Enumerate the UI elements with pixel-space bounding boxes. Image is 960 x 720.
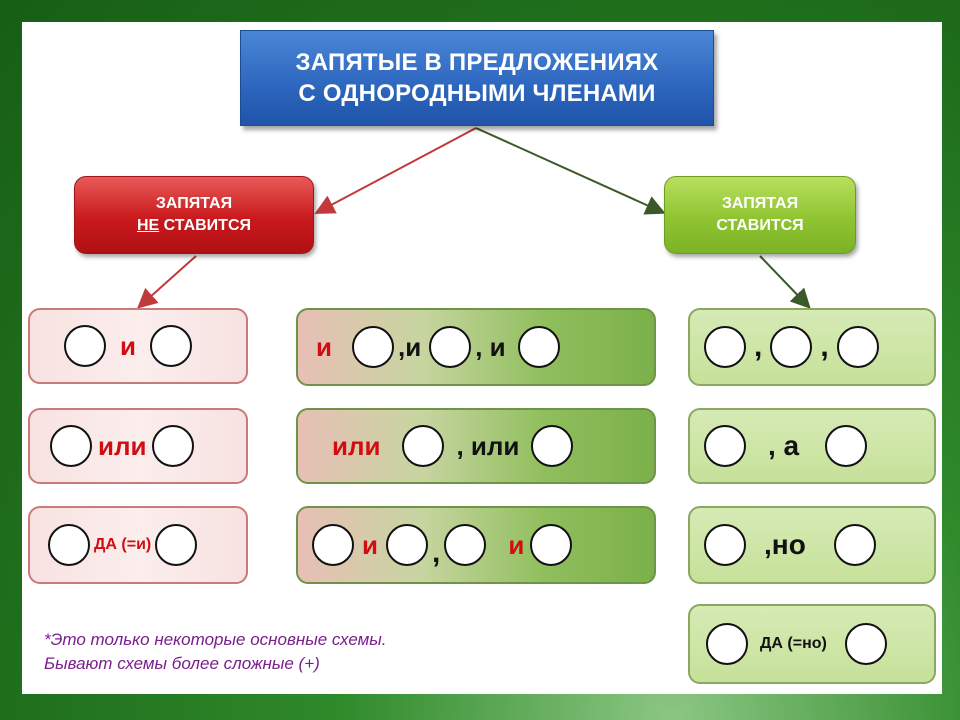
header-right-line-1: ЗАПЯТАЯ — [721, 195, 799, 212]
comma: , — [754, 330, 763, 363]
header-left-line-2: НЕ СТАВИТСЯ — [75, 215, 313, 237]
conjunction: или — [98, 430, 147, 461]
right-scheme-2: , а — [688, 408, 936, 484]
circle-placeholder — [444, 524, 487, 566]
circle-placeholder — [517, 326, 560, 368]
circle-placeholder — [844, 623, 887, 665]
circle-placeholder — [152, 425, 195, 467]
circle-placeholder — [402, 425, 445, 467]
circle-placeholder — [48, 524, 90, 566]
left-scheme-3: ДА (=и) — [28, 506, 248, 584]
arrow-title-to-right — [475, 127, 666, 215]
arrow-left-to-schemes — [137, 255, 197, 309]
conjunction: или — [332, 430, 381, 461]
conjunction: ,но — [764, 529, 806, 560]
circle-placeholder — [704, 524, 746, 566]
conjunction: ДА (=но) — [760, 635, 827, 652]
conjunction: и — [508, 529, 525, 560]
conjunction: ,и — [397, 331, 422, 362]
circle-placeholder — [149, 325, 192, 367]
header-right-line-2: СТАВИТСЯ — [716, 217, 804, 234]
comma: , — [820, 330, 829, 363]
comma: , — [431, 536, 441, 569]
header-left-rest: СТАВИТСЯ — [159, 217, 252, 234]
conjunction: и — [120, 330, 136, 361]
footnote-line-1: *Это только некоторые основные схемы. — [44, 630, 387, 649]
circle-placeholder — [155, 524, 198, 566]
right-scheme-4: ДА (=но) — [688, 604, 936, 684]
title-line-2: С ОДНОРОДНЫМИ ЧЛЕНАМИ — [298, 80, 656, 107]
footnote-line-2: Бывают схемы более сложные (+) — [44, 654, 320, 673]
circle-placeholder — [64, 325, 106, 367]
middle-scheme-1: и ,и , и — [296, 308, 656, 386]
circle-placeholder — [385, 524, 428, 566]
header-comma-not-placed: ЗАПЯТАЯ НЕ СТАВИТСЯ — [74, 176, 314, 254]
diagram-title: ЗАПЯТЫЕ В ПРЕДЛОЖЕНИЯХ С ОДНОРОДНЫМИ ЧЛЕ… — [240, 30, 714, 126]
header-left-underlined: НЕ — [136, 217, 160, 234]
conjunction: ДА (=и) — [94, 536, 152, 553]
circle-placeholder — [351, 326, 394, 368]
circle-placeholder — [833, 524, 876, 566]
middle-scheme-3: и , и — [296, 506, 656, 584]
header-comma-placed: ЗАПЯТАЯ СТАВИТСЯ — [664, 176, 856, 254]
circle-placeholder — [836, 326, 879, 368]
circle-placeholder — [50, 425, 92, 467]
right-scheme-3: ,но — [688, 506, 936, 584]
circle-placeholder — [704, 425, 746, 467]
conjunction: и — [362, 529, 378, 560]
circle-placeholder — [704, 326, 746, 368]
circle-placeholder — [825, 425, 868, 467]
circle-placeholder — [770, 326, 813, 368]
left-scheme-2: или — [28, 408, 248, 484]
title-line-1: ЗАПЯТЫЕ В ПРЕДЛОЖЕНИЯХ — [295, 49, 659, 76]
circle-placeholder — [531, 425, 574, 467]
conjunction: , а — [768, 430, 800, 461]
right-scheme-1: , , — [688, 308, 936, 386]
circle-placeholder — [706, 623, 748, 665]
circle-placeholder — [312, 524, 354, 566]
circle-placeholder — [429, 326, 472, 368]
arrow-title-to-left — [314, 127, 477, 214]
footnote: *Это только некоторые основные схемы. Бы… — [44, 628, 386, 676]
arrow-right-to-schemes — [759, 255, 811, 309]
middle-scheme-2: или , или — [296, 408, 656, 484]
circle-placeholder — [530, 524, 573, 566]
conjunction: , или — [456, 430, 520, 461]
conjunction: , и — [475, 331, 506, 362]
header-left-line-1: ЗАПЯТАЯ — [155, 195, 233, 212]
conjunction: и — [316, 331, 332, 362]
left-scheme-1: и — [28, 308, 248, 384]
